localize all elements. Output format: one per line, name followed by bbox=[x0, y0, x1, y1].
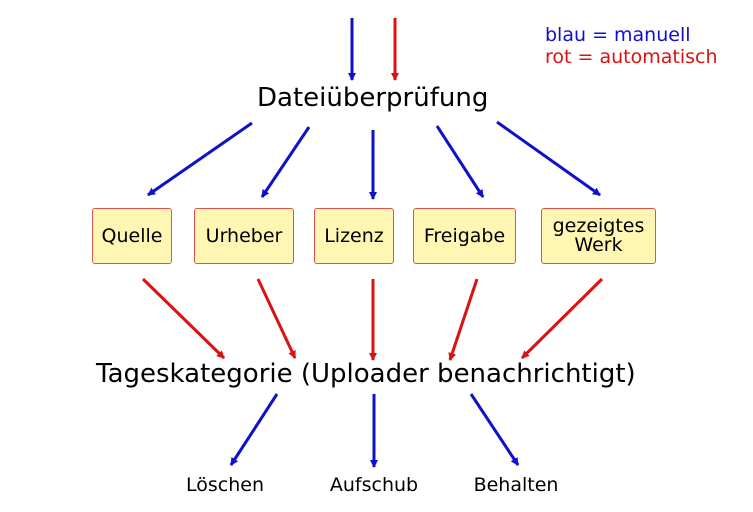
arrow-manual bbox=[435, 125, 485, 198]
criterion-label: Lizenz bbox=[324, 224, 384, 247]
arrow-automatic bbox=[141, 277, 226, 360]
criterion-permission: Freigabe bbox=[413, 208, 516, 264]
criterion-author: Urheber bbox=[194, 208, 294, 264]
legend-manual: blau = manuell bbox=[545, 24, 691, 46]
criterion-label: Urheber bbox=[205, 224, 283, 247]
legend-automatic-label: rot = automatisch bbox=[545, 46, 718, 68]
legend-manual-label: blau = manuell bbox=[545, 24, 691, 46]
criterion-license: Lizenz bbox=[314, 208, 394, 264]
arrow-manual bbox=[229, 393, 279, 466]
arrow-automatic bbox=[256, 278, 297, 359]
arrow-automatic bbox=[448, 278, 479, 361]
arrow-manual bbox=[469, 393, 520, 466]
legend-automatic: rot = automatisch bbox=[545, 46, 718, 68]
arrow-manual bbox=[147, 121, 253, 197]
node-file-check: Dateiüberprüfung bbox=[257, 83, 489, 113]
criterion-source: Quelle bbox=[92, 208, 172, 264]
arrow-manual bbox=[260, 126, 311, 198]
criterion-label: Quelle bbox=[101, 224, 163, 247]
arrow-automatic bbox=[520, 277, 604, 360]
criterion-depicted-work: gezeigtes Werk bbox=[541, 208, 656, 264]
criterion-label: gezeigtes Werk bbox=[552, 215, 645, 256]
node-daily-category: Tageskategorie (Uploader benachrichtigt) bbox=[96, 359, 636, 389]
outcome-keep: Behalten bbox=[473, 474, 559, 496]
criterion-label: Freigabe bbox=[423, 224, 506, 247]
outcome-delete: Löschen bbox=[186, 474, 264, 496]
outcome-postpone: Aufschub bbox=[329, 474, 419, 496]
arrow-manual bbox=[496, 120, 601, 197]
